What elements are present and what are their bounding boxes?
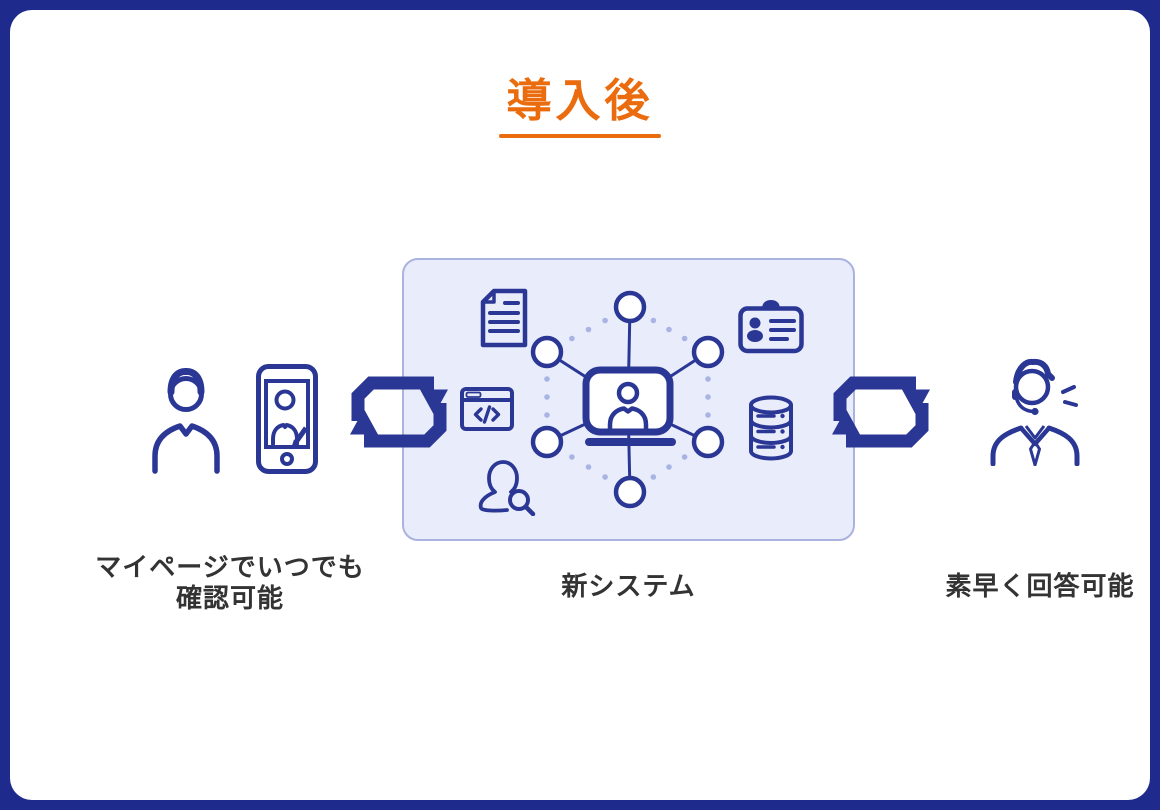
left-caption-line2: 確認可能 — [175, 583, 284, 613]
video-meeting-network-icon — [530, 290, 725, 509]
id-card-icon — [738, 300, 804, 354]
browser-code-icon — [460, 387, 514, 431]
user-icon — [152, 368, 220, 474]
smartphone-edit-icon — [256, 364, 318, 474]
video-call-monitor — [582, 366, 676, 446]
center-caption: 新システム — [561, 571, 696, 601]
hexagon-dots — [544, 317, 711, 480]
document-icon — [480, 288, 528, 348]
title-underline — [499, 134, 661, 138]
left-caption: マイページでいつでも 確認可能 — [60, 552, 400, 614]
system-box — [402, 258, 855, 541]
page-title: 導入後 — [506, 75, 654, 126]
right-caption: 素早く回答可能 — [945, 571, 1135, 601]
sync-arrows-icon — [350, 376, 448, 448]
sync-arrows-icon — [832, 376, 930, 448]
user-search-icon — [478, 460, 536, 516]
hub-nodes — [530, 290, 725, 509]
support-agent-icon — [990, 358, 1080, 466]
left-caption-line1: マイページでいつでも — [95, 552, 365, 582]
database-icon — [749, 395, 793, 461]
content-panel: 導入後 — [10, 10, 1150, 800]
